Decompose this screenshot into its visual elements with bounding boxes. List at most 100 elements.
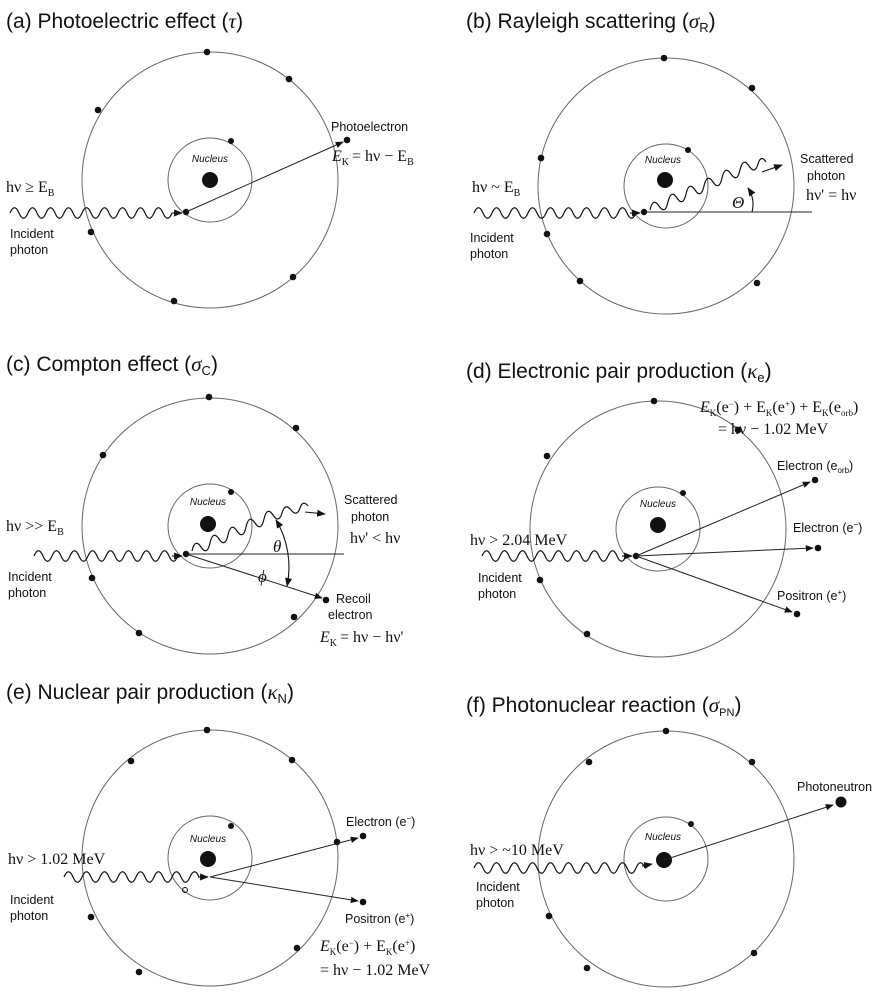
angle-arc (747, 187, 756, 213)
nucleus-label: Nucleus (640, 499, 676, 510)
orbital-electron-track (635, 481, 811, 557)
nucleus-label: Nucleus (645, 832, 681, 843)
svg-text:(a) Photoelectric effect (τ): (a) Photoelectric effect (τ) (6, 9, 243, 33)
eb-sub: B (407, 157, 414, 168)
panel-c-title-end: ) (211, 353, 218, 376)
nucleus (650, 517, 666, 533)
electron (359, 832, 367, 840)
recoil-label-1: Recoil (336, 592, 371, 606)
panel-b-symbol-sub: R (699, 20, 708, 35)
energy-sum-bottom: = hν − 1.02 MeV (718, 421, 829, 438)
scattered-label-1: Scattered (344, 493, 398, 507)
inner-shell (623, 816, 709, 902)
inner-electron (228, 138, 234, 144)
svg-text:hν ~ EB: hν ~ EB (472, 179, 521, 199)
scattered-photon-wave (649, 157, 767, 211)
incident-photon-wave (63, 871, 200, 883)
scattered-energy: hν' = hν (806, 187, 856, 204)
electron-track (635, 545, 814, 557)
photoneutron-label: Photoneutron (797, 780, 872, 794)
svg-text:hν ≥ EB: hν ≥ EB (6, 179, 55, 199)
panel-rayleigh: (b) Rayleigh scattering (σR) Nucleus Θ h… (466, 9, 856, 315)
ek-symbol: E (319, 629, 330, 646)
outer-electrons (537, 54, 761, 287)
ek-sub: K (342, 157, 350, 168)
incident-energy-sub: B (48, 188, 55, 199)
panel-b-symbol: σ (689, 9, 701, 33)
panel-photonuclear: (f) Photonuclear reaction (σPN) Nucleus … (466, 693, 872, 988)
panel-f-title-end: ) (734, 694, 741, 717)
nucleus (200, 516, 216, 532)
inner-shell (167, 483, 253, 569)
incident-label-1: Incident (10, 893, 54, 907)
panel-e-symbol: κ (267, 680, 278, 704)
svg-text:(e) Nuclear pair production (: (e) Nuclear pair production (κN) (6, 680, 294, 706)
incident-energy-sub: B (514, 188, 521, 199)
outer-electrons (87, 726, 341, 976)
panel-f-symbol-sub: PN (719, 707, 734, 719)
panel-a-title-end: ) (236, 10, 243, 33)
positron-label: Positron (e+) (345, 911, 414, 926)
incident-energy: hν > ~10 MeV (470, 842, 564, 859)
svg-text:EK= hν − hν': EK= hν − hν' (319, 629, 404, 649)
panel-c-symbol-sub: C (202, 363, 211, 378)
incident-photon-wave (9, 207, 173, 219)
inner-shell (167, 815, 253, 901)
scattered-label-2: photon (351, 510, 389, 524)
inner-shell (623, 143, 709, 229)
inner-electron (228, 823, 234, 829)
angle-phi: ϕ (258, 567, 267, 586)
incident-label-2: photon (478, 587, 516, 601)
scattered-energy: hν' < hν (350, 530, 400, 547)
inner-shell (167, 137, 253, 223)
outer-shell (529, 400, 787, 658)
photoelectron (343, 136, 351, 144)
panel-a-symbol: τ (229, 9, 238, 33)
incident-label-1: Incident (10, 227, 54, 241)
panel-nuclear-pair: (e) Nuclear pair production (κN) Nucleus… (6, 680, 431, 987)
svg-text:(f) Photonuclear reaction (σP: (f) Photonuclear reaction (σPN) (466, 693, 741, 719)
photoelectron-label: Photoelectron (331, 120, 408, 134)
nucleus (200, 851, 216, 867)
electron-label: Electron (e−) (346, 814, 415, 829)
panel-f-title: (f) Photonuclear reaction ( (466, 694, 709, 717)
ek-rest: = hν − E (352, 148, 407, 165)
ek-symbol: E (331, 148, 342, 165)
recoil-electron-track (185, 553, 323, 599)
incident-label-2: photon (10, 909, 48, 923)
positron-label: Positron (e+) (777, 588, 846, 603)
scattered-photon-wave (191, 502, 309, 552)
positron (793, 610, 801, 618)
incident-energy: hν > 1.02 MeV (8, 851, 106, 868)
panel-d-title-end: ) (765, 360, 772, 383)
panel-electronic-pair: (d) Electronic pair production (κe) Nucl… (466, 359, 862, 658)
incident-photon-wave (33, 550, 179, 562)
inner-electron (685, 147, 691, 153)
panel-c-symbol: σ (191, 352, 203, 376)
outer-electrons (88, 393, 300, 637)
svg-text:(d) Electronic pair productio: (d) Electronic pair production (κe) (466, 359, 772, 385)
angle-theta: θ (273, 537, 281, 556)
photoneutron-track (663, 804, 834, 861)
panel-b-title-end: ) (709, 10, 716, 33)
incident-label-2: photon (10, 243, 48, 257)
incident-energy: hν >> E (6, 518, 57, 535)
positron (359, 898, 367, 906)
incident-photon-wave (473, 207, 637, 219)
nucleus-label: Nucleus (190, 834, 226, 845)
panel-e-title-end: ) (287, 681, 294, 704)
incident-label-2: photon (8, 586, 46, 600)
angle-arcs (275, 519, 293, 587)
incident-photon-wave (481, 550, 627, 562)
svg-text:hν >> EB: hν >> EB (6, 518, 64, 538)
panel-e-title: (e) Nuclear pair production ( (6, 681, 267, 704)
positron-track (209, 876, 359, 904)
incident-label-1: Incident (470, 231, 514, 245)
panel-photoelectric: (a) Photoelectric effect (τ) Nucleus Pho… (6, 9, 414, 309)
panel-f-symbol: σ (709, 693, 721, 717)
incident-label-2: photon (476, 896, 514, 910)
electron-track (209, 836, 359, 878)
outer-electrons (87, 48, 297, 305)
nucleus-label: Nucleus (190, 497, 226, 508)
